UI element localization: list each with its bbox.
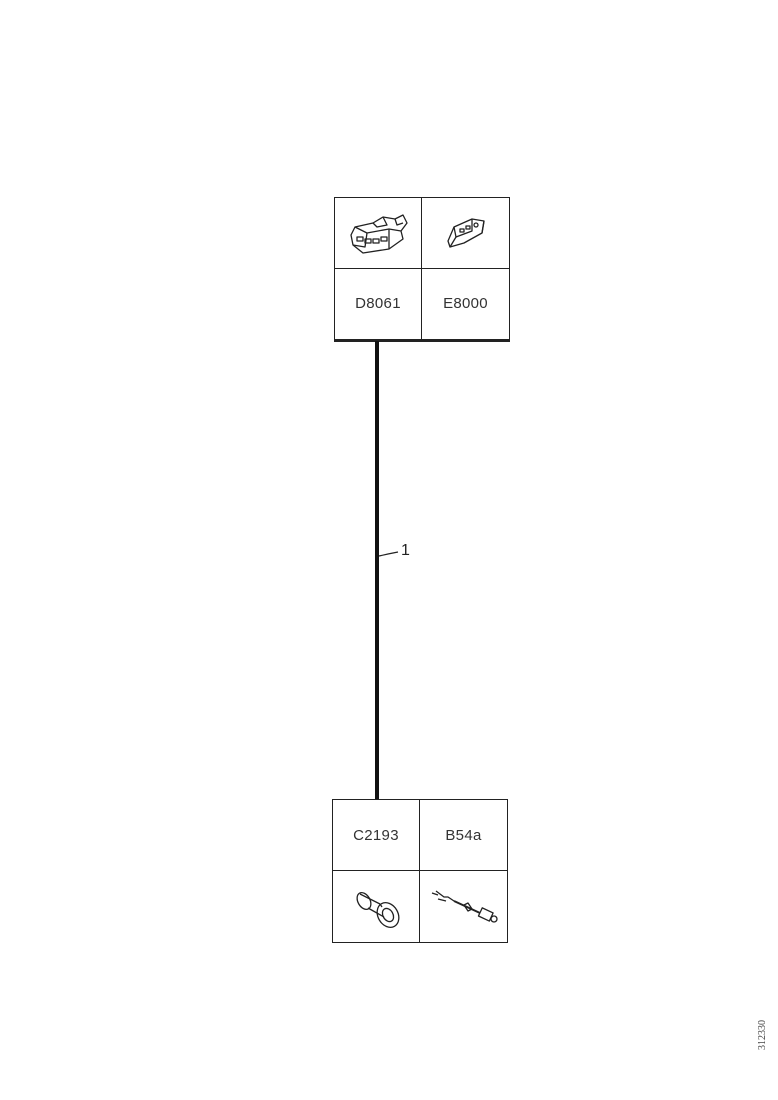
wire-callout-label: 1 (401, 542, 410, 559)
connector-code-e8000: E8000 (443, 295, 488, 313)
drawing-reference-id: 312330 (757, 1020, 768, 1050)
connector-code-b54a: B54a (420, 800, 507, 871)
top-connector-table: D8061 E8000 (334, 197, 510, 342)
sensor-probe-icon (420, 871, 507, 942)
connector-code-c2193: C2193 (333, 800, 420, 871)
wire-1 (375, 341, 379, 800)
small-connector-icon (422, 198, 509, 269)
callout-leader-icon (378, 551, 399, 557)
connector-code-d8061: D8061 (335, 268, 422, 339)
multi-pin-connector-icon (335, 198, 422, 269)
round-connector-icon (333, 871, 420, 942)
bottom-connector-table: C2193 B54a (332, 799, 508, 943)
